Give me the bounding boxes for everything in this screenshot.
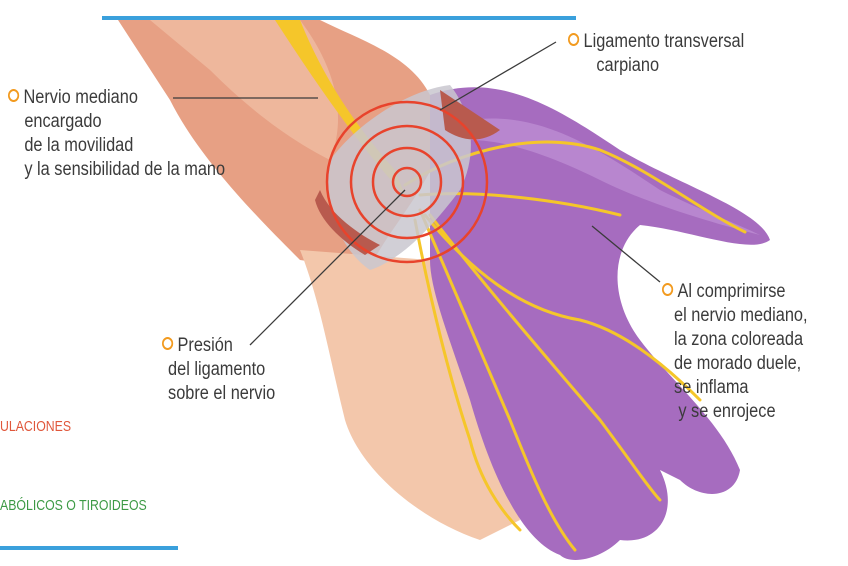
purple-zone-shade [470, 118, 760, 235]
ligament-band [327, 85, 471, 270]
bullet-icon [162, 337, 174, 350]
label-presion: Presión del ligamento sobre el nervio [162, 334, 275, 406]
bottom-accent-rule [0, 546, 178, 550]
bullet-icon [8, 89, 20, 102]
side-text-metabolicos: ABÓLICOS O TIROIDEOS [0, 497, 147, 514]
ligament-red-edge-2 [315, 190, 380, 255]
top-accent-rule [102, 16, 576, 20]
bullet-icon [662, 283, 674, 296]
ligament-red-edge [440, 90, 500, 140]
side-text-ulaciones: ULACIONES [0, 418, 72, 435]
leader-lines [173, 41, 661, 346]
label-ligamento-transversal: Ligamento transversal carpiano [568, 30, 744, 78]
label-nervio-mediano: Nervio mediano encargado de la movilidad… [8, 86, 225, 182]
forearm-highlight [150, 20, 339, 160]
pressure-rings [325, 100, 489, 264]
label-al-comprimirse: Al comprimirse el nervio mediano, la zon… [662, 280, 808, 424]
bullet-icon [568, 33, 580, 46]
